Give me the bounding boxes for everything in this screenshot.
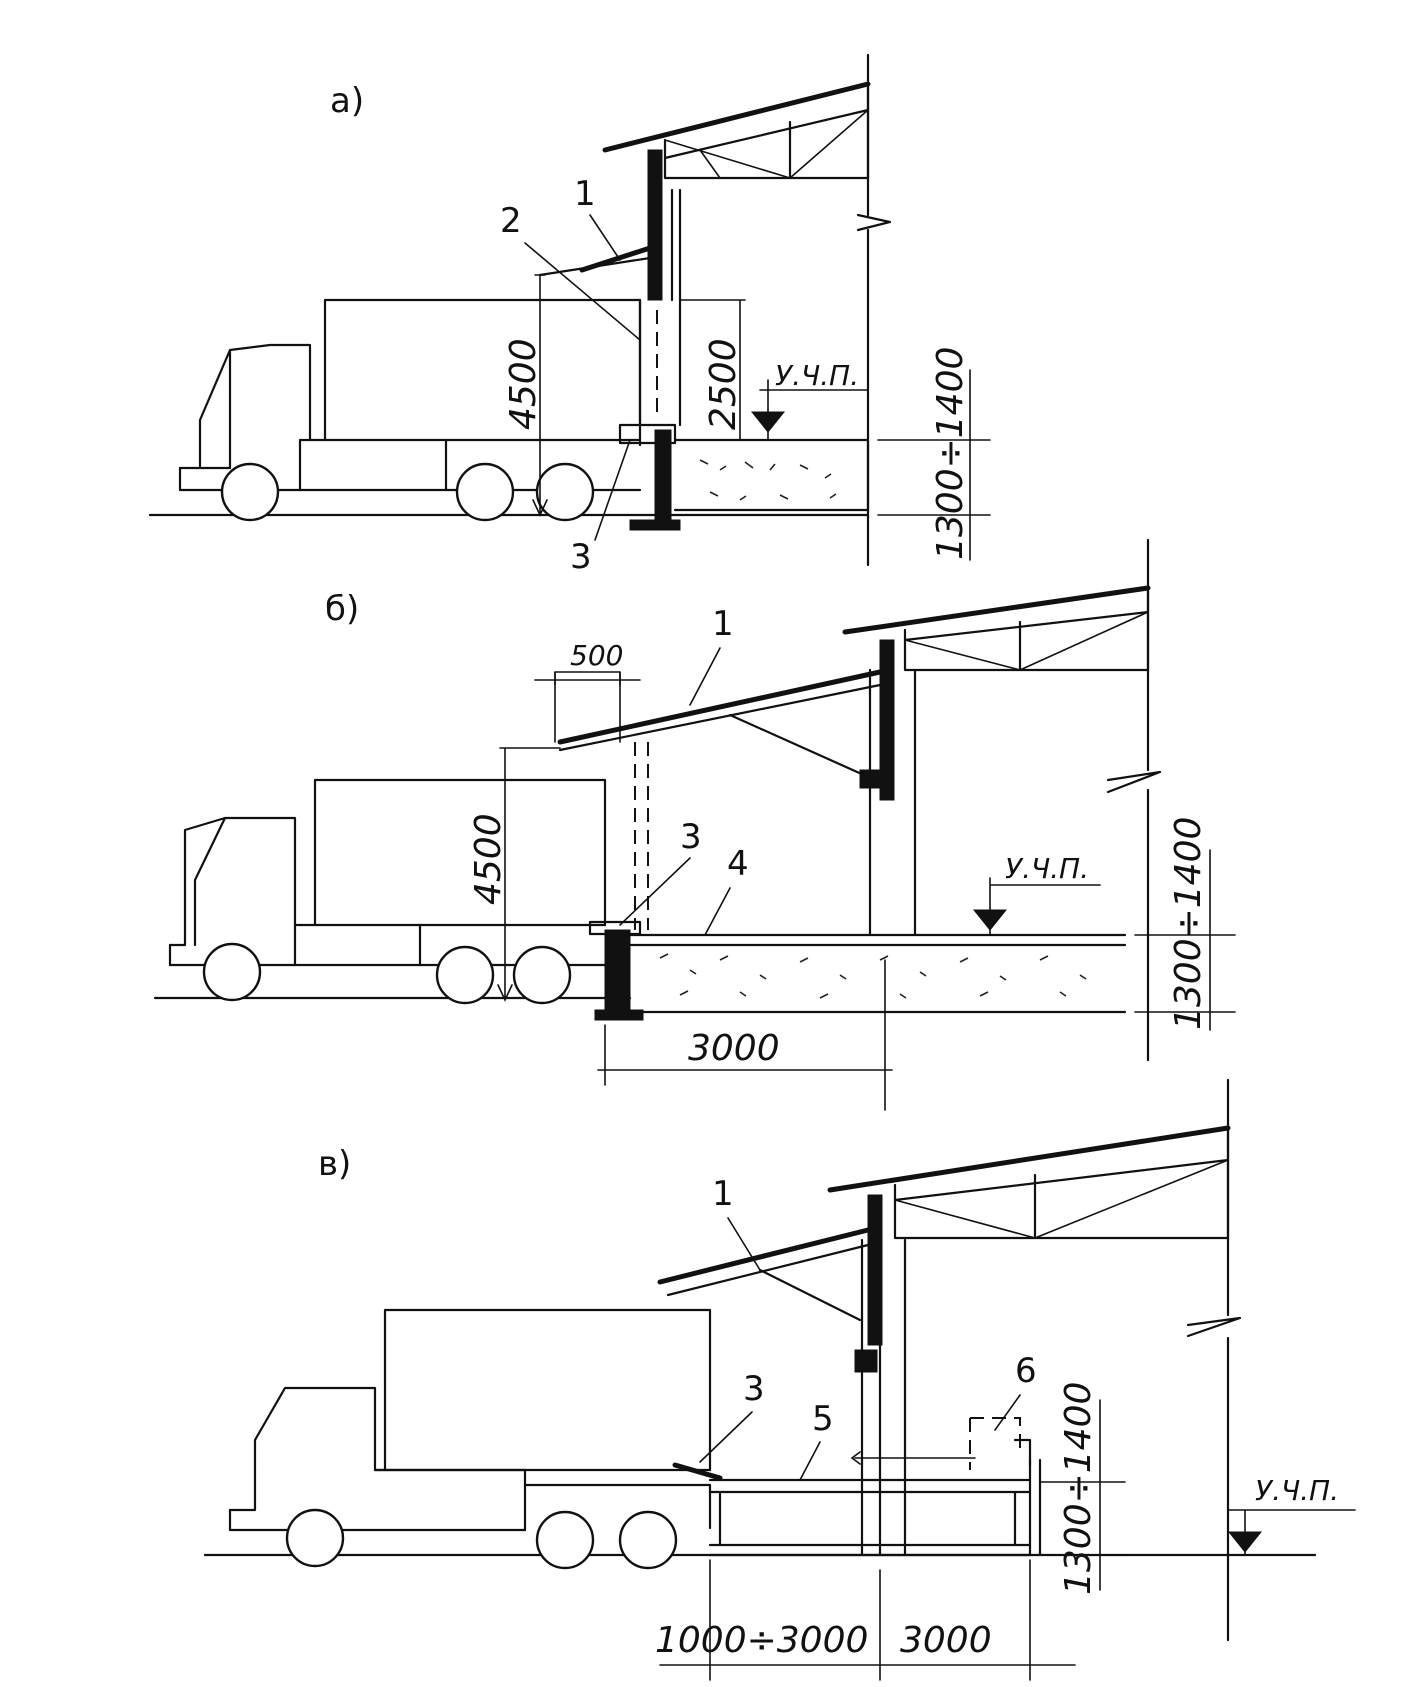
panel-c-roof (827, 1078, 1242, 1642)
panel-c-callout-6: 6 (1015, 1351, 1037, 1391)
panel-a-platform (148, 438, 870, 517)
panel-b-callouts: 1 3 4 (619, 604, 749, 936)
panel-b-platform-dim: 1300÷1400 (1168, 817, 1209, 1030)
panel-c-wall (657, 1194, 907, 1557)
panel-b-roof (842, 538, 1162, 1062)
panel-b-truck (168, 778, 607, 1005)
panel-b-callout-1: 1 (712, 604, 734, 644)
panel-b-dims: 500 4500 1300÷1400 3000 У.Ч.П. (468, 639, 1236, 1111)
panel-c-callout-3: 3 (743, 1369, 765, 1409)
panel-b-ramp-dim: 3000 (688, 1028, 780, 1069)
panel-a: а) (148, 53, 991, 577)
panel-b-callout-3: 3 (680, 817, 702, 857)
panel-c-truck (228, 1308, 712, 1570)
panel-b-callout-4: 4 (727, 844, 749, 884)
panel-a-height-dim: 4500 (503, 338, 544, 430)
panel-c-lift (203, 1417, 1317, 1557)
panel-a-level-label: У.Ч.П. (775, 359, 859, 392)
panel-b: б) (153, 538, 1236, 1111)
panel-a-callout-1: 1 (574, 174, 596, 214)
panel-c-ramp-dim: 3000 (900, 1620, 992, 1661)
panel-a-wall (538, 149, 682, 531)
panel-b-height-dim: 4500 (468, 813, 509, 905)
panel-b-level-label: У.Ч.П. (1005, 852, 1089, 885)
panel-b-wall (554, 639, 917, 937)
panel-a-dims: 4500 2500 1300÷1400 У.Ч.П. (503, 274, 991, 561)
panel-c-approach-dim: 1000÷3000 (655, 1620, 868, 1661)
panel-a-callout-2: 2 (500, 201, 522, 241)
panel-c-letter: в) (318, 1144, 351, 1184)
panel-a-roof (602, 53, 892, 567)
panel-b-platform (153, 920, 1127, 1021)
panel-b-letter: б) (325, 589, 359, 629)
panel-c-callout-5: 5 (812, 1399, 834, 1439)
panel-a-platform-dim: 1300÷1400 (930, 347, 971, 560)
panel-c-callout-1: 1 (712, 1174, 734, 1214)
panel-c-dims: 1300÷1400 1000÷3000 3000 У.Ч.П. (655, 1382, 1356, 1681)
panel-c-callouts: 1 3 5 6 (699, 1174, 1037, 1481)
panel-c-level-label: У.Ч.П. (1255, 1474, 1339, 1507)
panel-c-platform-dim: 1300÷1400 (1058, 1382, 1099, 1595)
panel-a-callout-3: 3 (570, 537, 592, 577)
panel-c: в) (203, 1078, 1356, 1681)
panel-a-callouts: 1 2 3 (500, 174, 641, 577)
panel-a-door-dim: 2500 (703, 338, 744, 430)
panel-a-letter: а) (330, 81, 364, 121)
panel-a-truck (178, 298, 642, 522)
panel-b-overhang-dim: 500 (570, 639, 623, 672)
